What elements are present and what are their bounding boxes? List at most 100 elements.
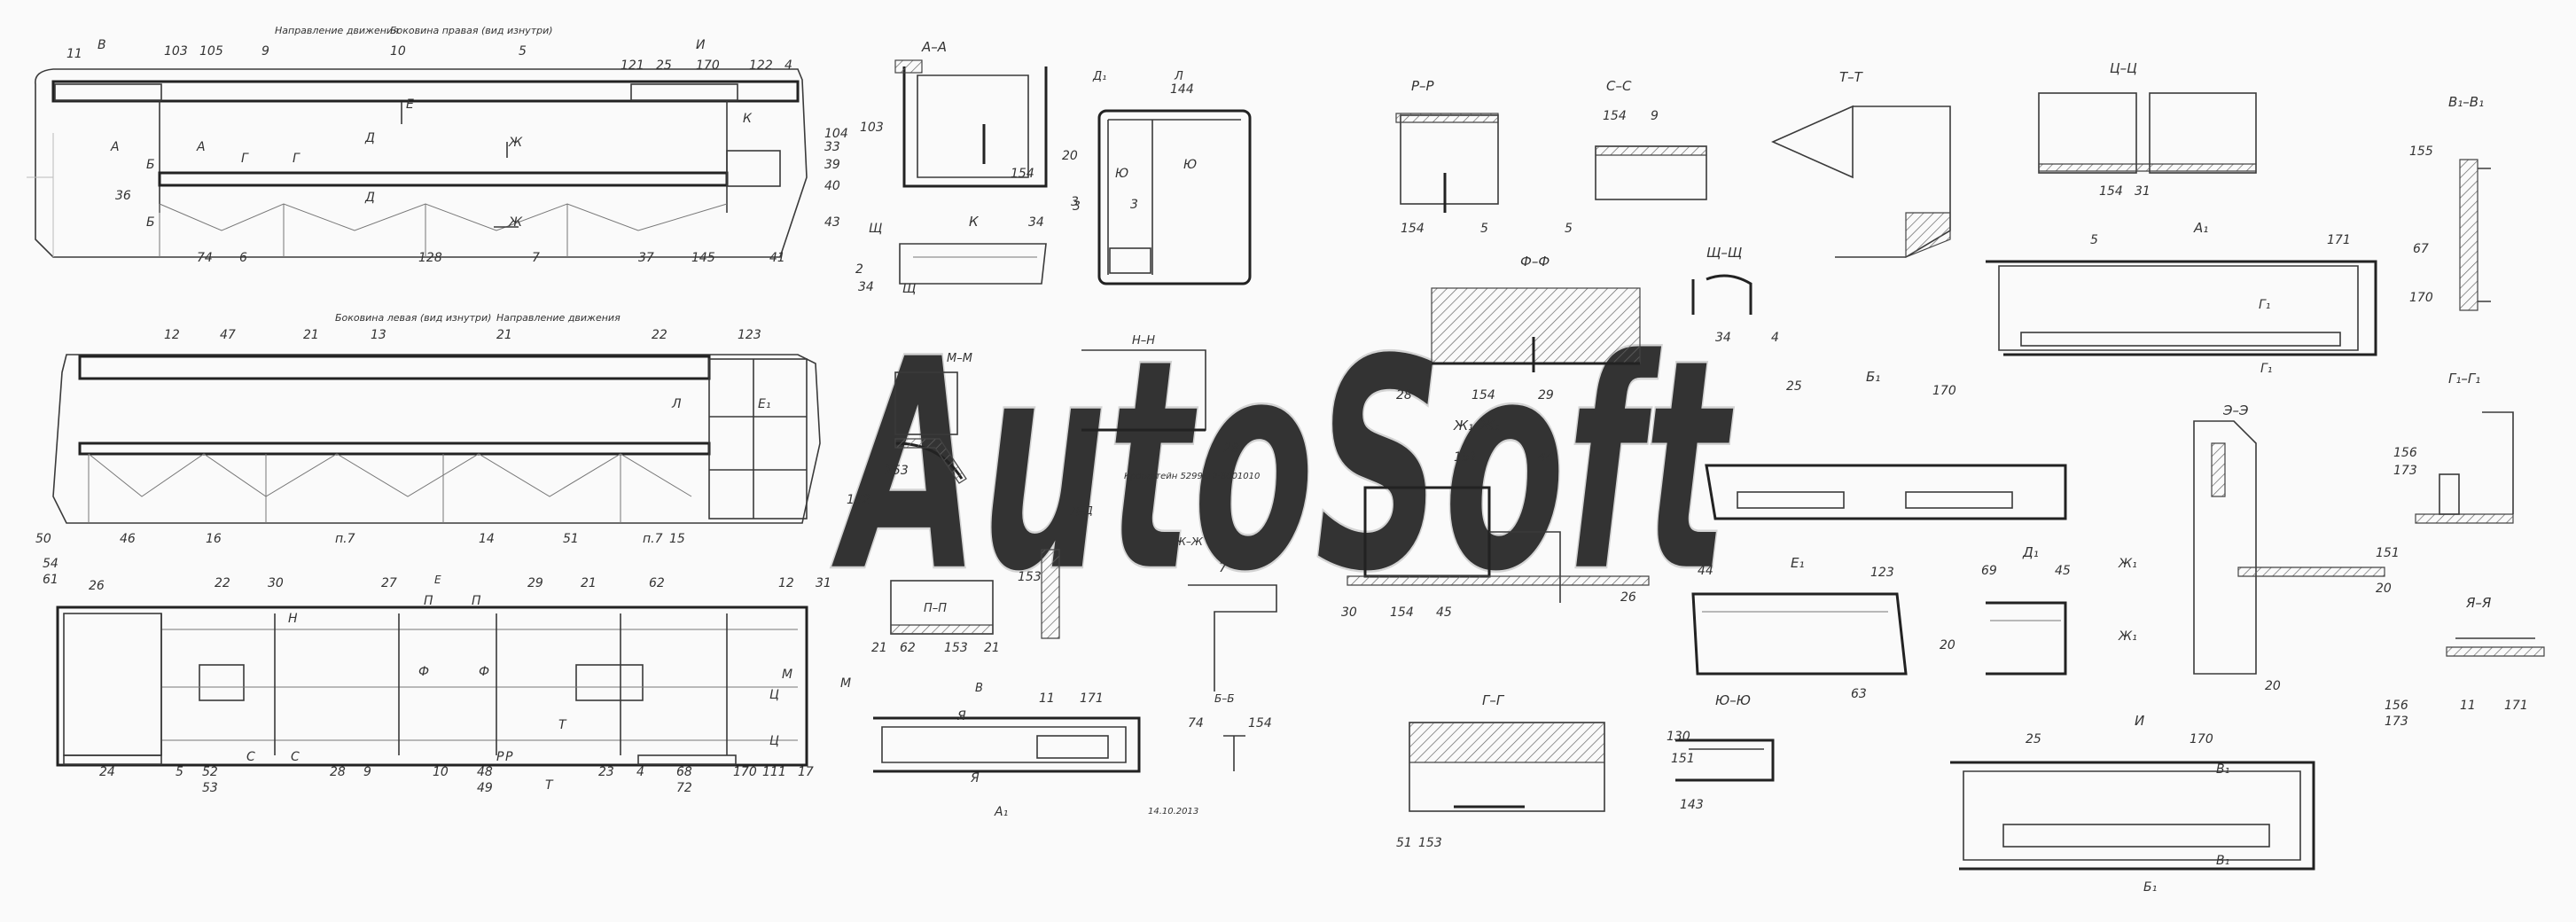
callout-label: 10: [433, 765, 449, 779]
callout-label: 144: [1170, 82, 1194, 97]
callout-label: 50: [35, 532, 51, 546]
callout-label: 3: [1071, 195, 1079, 209]
callout-label: 11: [2460, 699, 2476, 713]
callout-label: 5: [176, 765, 183, 779]
callout-label: 154: [1401, 222, 1425, 236]
section-d1b-title: Д₁: [2022, 544, 2039, 560]
callout-label: 28: [1223, 441, 1239, 456]
callout-label: 151: [1454, 450, 1478, 465]
callout-label: Р: [505, 750, 513, 764]
callout-label: п.7: [335, 532, 355, 546]
callout-label: 153: [885, 464, 909, 478]
callout-label: 111: [762, 765, 786, 779]
callout-label: Ж₁: [2118, 629, 2137, 644]
section-rr: Р–Р: [1395, 78, 1499, 213]
callout-label: 52: [202, 765, 218, 779]
callout-label: С: [291, 750, 300, 764]
right-side-wall-view: Направление движения Боковина правая (ви…: [27, 25, 808, 258]
callout-label: И: [696, 38, 706, 52]
section-v1v1: В₁–В₁: [2448, 94, 2491, 311]
section-cc-title: Ц–Ц: [2110, 60, 2137, 76]
callout-label: 14: [479, 532, 495, 546]
callout-label: п.7: [643, 532, 663, 546]
callout-label: 15: [669, 532, 685, 546]
callout-label: 5: [519, 44, 527, 59]
callout-label: Е: [406, 98, 414, 112]
callout-label: 154: [1011, 167, 1034, 181]
callout-label: 48: [477, 765, 493, 779]
callout-label: 5: [1565, 222, 1573, 236]
callout-label: 20: [1062, 149, 1078, 163]
callout-label: Т: [545, 778, 554, 793]
callout-label: 24: [99, 765, 115, 779]
callout-label: 170: [2190, 732, 2213, 746]
section-dd-zhzh: Д–Д Ж–Ж: [1041, 504, 1277, 692]
callout-label: К: [743, 112, 753, 126]
callout-label: 154: [1603, 109, 1627, 123]
callout-label: Д: [364, 131, 375, 145]
callout-label: Ф: [418, 665, 429, 679]
callout-label: 29: [1538, 388, 1554, 402]
callout-label: 51: [1396, 836, 1412, 850]
callout-label: 5: [1480, 222, 1488, 236]
callout-label: 6: [239, 251, 247, 265]
callout-label: 62: [649, 576, 665, 590]
callout-label: 156: [2393, 446, 2417, 460]
section-v1v1-title: В₁–В₁: [2448, 94, 2484, 110]
section-yuyu-title: Ю–Ю: [1715, 692, 1751, 708]
section-v-title: В: [975, 682, 983, 695]
callout-label: Ж₁: [2118, 557, 2137, 571]
callout-label: 21: [984, 641, 1000, 655]
callout-label: 17: [798, 765, 814, 779]
callout-label: А: [110, 140, 120, 154]
callout-label: 3: [1130, 198, 1138, 212]
callout-label: 45: [2055, 564, 2071, 578]
callout-label: Я: [956, 709, 966, 723]
callout-label: Ф: [479, 665, 489, 679]
callout-label: 11: [1039, 692, 1055, 706]
section-g1g1: Г₁–Г₁: [2415, 371, 2514, 524]
section-ss: С–С: [1595, 78, 1707, 200]
callout-label: 68: [676, 765, 692, 779]
section-zz-title: Э–Э: [2222, 402, 2249, 418]
callout-label: 26: [89, 579, 105, 593]
callout-label: 4: [785, 59, 792, 73]
callout-label: 121: [621, 59, 644, 73]
callout-label: 153: [1418, 836, 1442, 850]
callout-label: 13: [371, 328, 386, 342]
callout-label: 25: [1786, 379, 1802, 394]
section-d1-l: Д₁ Л: [1092, 70, 1252, 285]
callout-label: 145: [691, 251, 715, 265]
callout-label: 9: [1651, 109, 1659, 123]
callout-label: 45: [1436, 606, 1452, 620]
callout-label: 49: [477, 781, 493, 795]
callout-label: 28: [330, 765, 346, 779]
section-pp: П–П: [890, 580, 994, 635]
callout-label: Т: [558, 718, 567, 732]
callout-label: 22: [215, 576, 230, 590]
section-k-title: К: [969, 214, 980, 230]
callout-label: 155: [2409, 145, 2433, 159]
callout-label: 72: [676, 781, 692, 795]
section-e1: Е₁: [1691, 555, 1908, 676]
callout-label: 25: [2026, 732, 2041, 746]
callout-label: Ц: [769, 734, 779, 748]
callout-label: Г: [241, 152, 249, 166]
callout-label: 171: [1080, 692, 1104, 706]
callout-label: Д: [364, 191, 375, 205]
section-b1: Б₁: [1705, 369, 2067, 520]
section-ff: Ф–Ф: [1431, 254, 1641, 372]
callout-label: 30: [1341, 606, 1357, 620]
drawing-date: 14.10.2013: [1148, 807, 1198, 817]
section-d1b: Д₁: [1986, 544, 2067, 676]
callout-label: 142: [847, 493, 870, 507]
bracket-note: Кронштейн 5299-10-8001010: [1124, 472, 1260, 481]
section-zhzh1: Ж₁–Ж₁: [1347, 418, 1650, 603]
section-cc: Ц–Ц: [2038, 60, 2257, 174]
section-yaya-title: Я–Я: [2465, 595, 2492, 611]
callout-label: В: [98, 38, 106, 52]
callout-label: 20: [2376, 582, 2392, 596]
callout-label: 151: [2376, 546, 2400, 560]
